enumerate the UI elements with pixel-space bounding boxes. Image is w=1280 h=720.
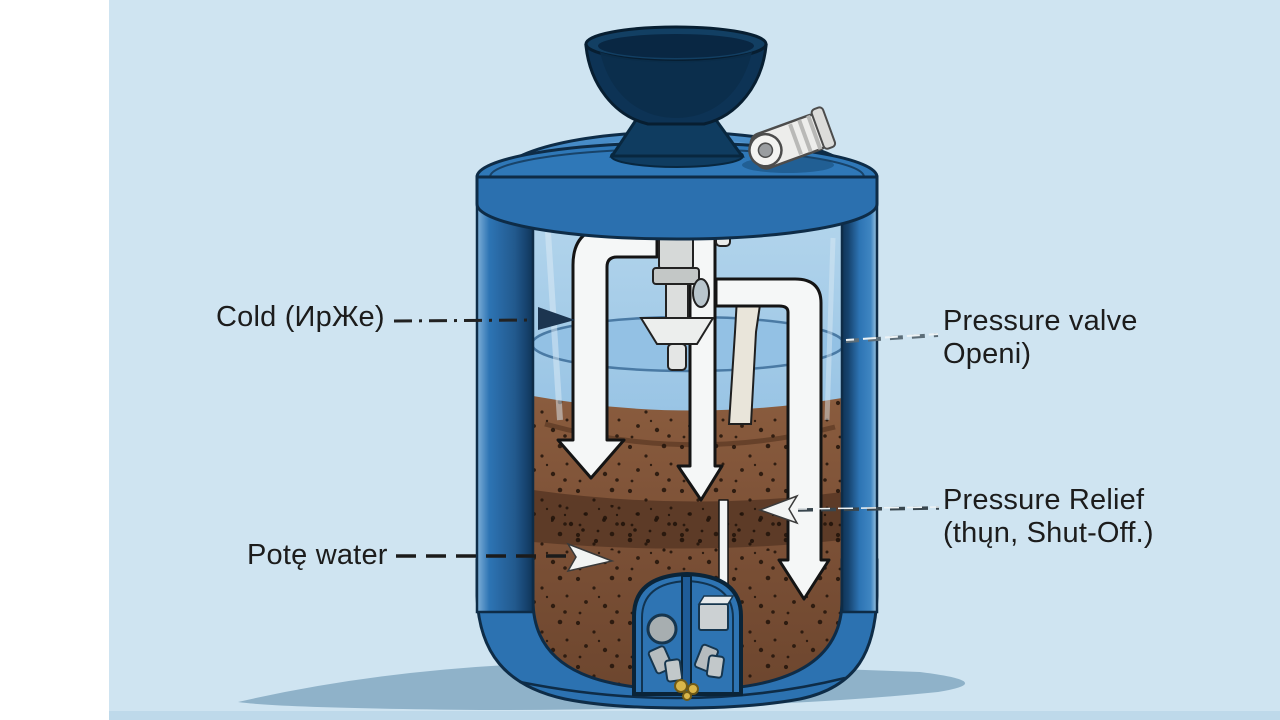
riser-pipe-center-with-arrow xyxy=(676,212,724,502)
label-pressure-valve-line2: Openi) xyxy=(943,338,1032,370)
pressure-relief-arrow xyxy=(757,494,799,525)
cold-arrow xyxy=(538,307,575,330)
glass-highlight-left xyxy=(545,231,563,421)
funnel-bowl xyxy=(584,25,768,168)
floor-strip xyxy=(109,711,1280,720)
right-pillar xyxy=(840,194,879,614)
pipe-window xyxy=(692,278,710,308)
label-cold-intake-text: Cold (ИрЖе) xyxy=(216,301,385,333)
pressure-valve-leader-light xyxy=(845,333,939,341)
clamp-parts xyxy=(647,643,725,683)
label-pressure-relief: Pressure Relief (thųn, Shut-Off.) xyxy=(943,484,1154,550)
housing-divider xyxy=(681,575,692,695)
bypass-pipe-right-with-arrow xyxy=(714,277,831,601)
callouts xyxy=(393,307,940,573)
pressure-relief-leader-dark xyxy=(797,506,940,512)
label-pressure-valve: Pressure valve Openi) xyxy=(943,305,1138,371)
left-margin-strip xyxy=(0,0,109,720)
lid-valve-fitting xyxy=(748,106,837,170)
pressure-gauge xyxy=(646,613,678,645)
pressure-relief-leader-light xyxy=(797,506,940,510)
label-pressure-valve-line1: Pressure valve xyxy=(943,305,1138,337)
label-pressure-relief-line1: Pressure Relief xyxy=(943,484,1145,516)
cold-leader-line xyxy=(393,318,535,323)
label-pote-water: Potę water xyxy=(247,539,388,572)
control-housing xyxy=(632,571,743,701)
left-pillar xyxy=(475,194,535,614)
label-pote-water-text: Potę water xyxy=(247,539,388,571)
label-cold-intake: Cold (ИрЖе) xyxy=(216,301,385,334)
label-pressure-relief-line2: (thųn, Shut-Off.) xyxy=(943,517,1154,549)
brass-fittings xyxy=(674,679,699,701)
control-box xyxy=(697,595,735,631)
pote-arrow xyxy=(566,542,615,573)
glass-highlight-right xyxy=(824,237,836,421)
